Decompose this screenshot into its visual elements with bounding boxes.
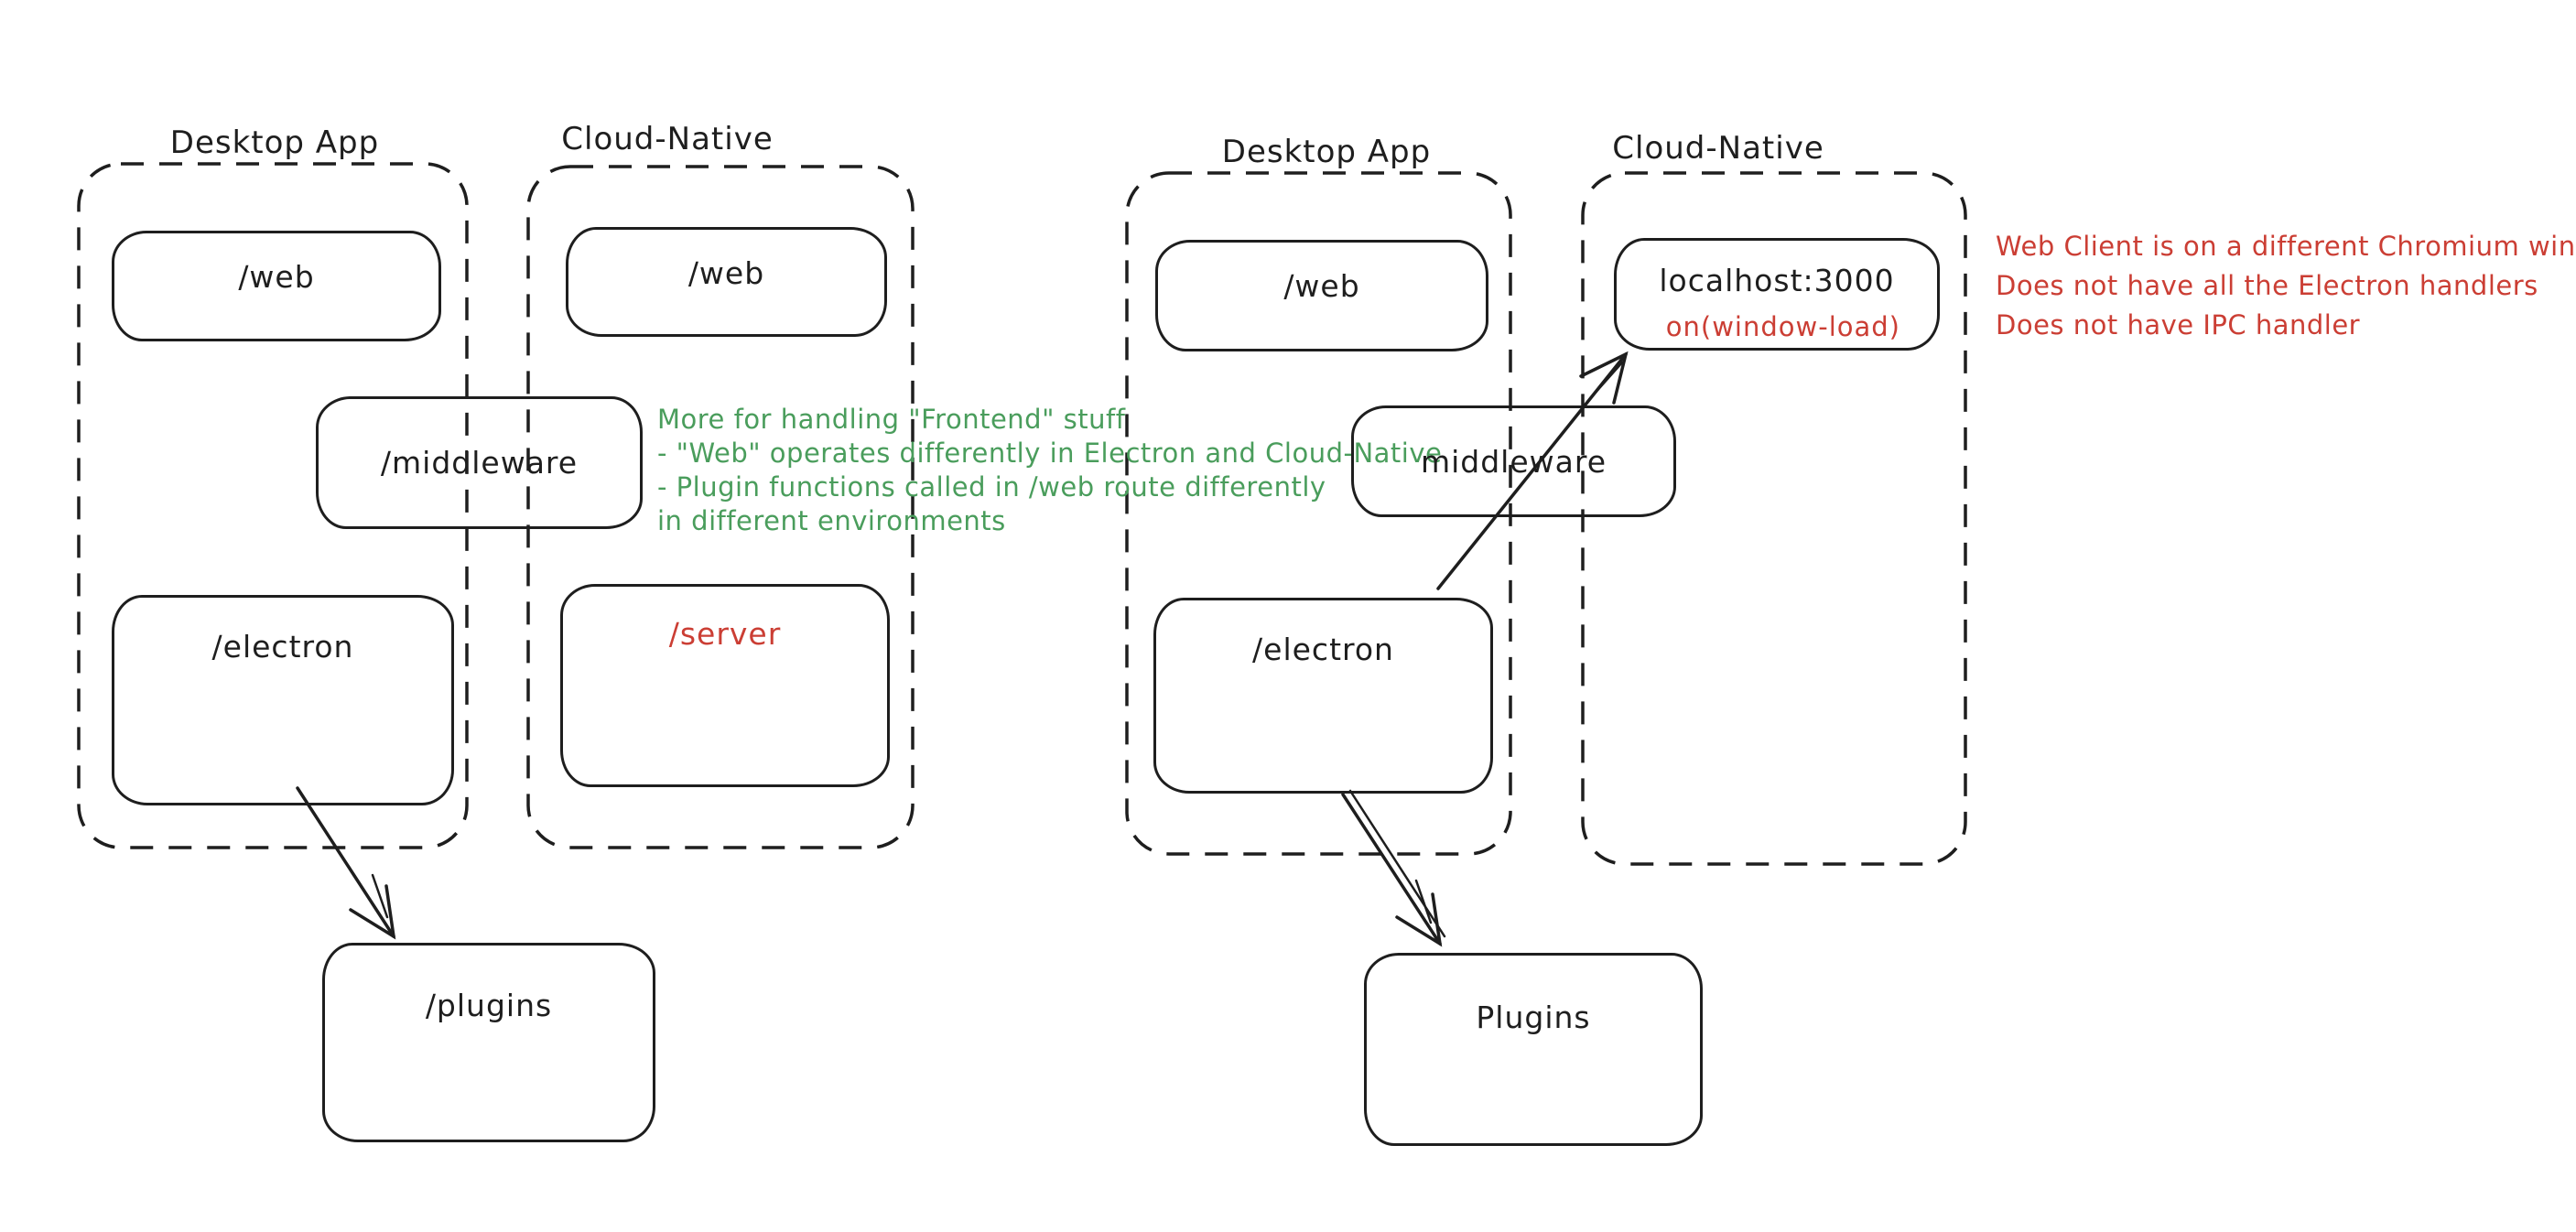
box-web-desktop-right-label: /web (1283, 268, 1360, 304)
box-server-left: /server (560, 584, 890, 787)
box-localhost-3000: localhost:3000 on(window-load) (1614, 238, 1940, 351)
arrow-electron-to-plugins-right (1341, 789, 1446, 947)
note-line: - Plugin functions called in /web route … (657, 471, 1326, 503)
note-line: Does not have all the Electron handlers (1996, 270, 2538, 301)
container-desktop-app-left (77, 162, 469, 849)
note-line: - "Web" operates differently in Electron… (657, 438, 1443, 469)
note-frontend-handling: More for handling "Frontend" stuff - "We… (657, 403, 1442, 538)
box-plugins-left-label: /plugins (425, 988, 553, 1023)
box-electron-left-label: /electron (211, 629, 354, 665)
box-electron-left: /electron (112, 595, 454, 805)
group-label-cloud-native-right: Cloud-Native (1612, 130, 1824, 167)
box-web-desktop-right: /web (1155, 240, 1488, 351)
group-label-desktop-app-right: Desktop App (1221, 134, 1432, 170)
box-web-desktop-left-label: /web (238, 259, 315, 295)
group-label-cloud-native-left: Cloud-Native (561, 121, 774, 157)
box-plugins-right-label: Plugins (1476, 1000, 1591, 1035)
box-plugins-right: Plugins (1364, 953, 1703, 1146)
box-middleware-left-label: /middleware (380, 445, 579, 481)
box-middleware-right-label: middleware (1420, 443, 1607, 480)
note-web-client-warning: Web Client is on a different Chromium wi… (1996, 227, 2576, 345)
box-electron-right-label: /electron (1252, 632, 1394, 667)
box-middleware-left: /middleware (316, 396, 643, 529)
group-label-desktop-app-left: Desktop App (169, 124, 380, 161)
arrow-electron-to-plugins-left (296, 786, 396, 940)
box-middleware-right: middleware (1351, 405, 1676, 517)
note-line: More for handling "Frontend" stuff (657, 404, 1126, 435)
box-web-cloud-left: /web (566, 227, 887, 337)
box-electron-right: /electron (1153, 598, 1493, 794)
note-line: Does not have IPC handler (1996, 309, 2361, 340)
container-cloud-native-left (526, 165, 915, 849)
container-desktop-app-right (1125, 171, 1512, 856)
box-plugins-left: /plugins (322, 943, 655, 1142)
box-localhost-3000-sublabel: on(window-load) (1665, 311, 1900, 342)
box-web-desktop-left: /web (112, 231, 441, 341)
container-cloud-native-right (1581, 171, 1967, 866)
arrow-electron-to-localhost (1436, 351, 1629, 590)
note-line: Web Client is on a different Chromium wi… (1996, 231, 2576, 262)
box-web-cloud-left-label: /web (687, 255, 765, 291)
box-localhost-3000-label: localhost:3000 (1659, 263, 1895, 298)
box-server-left-label: /server (668, 616, 782, 652)
note-line: in different environments (657, 505, 1006, 536)
